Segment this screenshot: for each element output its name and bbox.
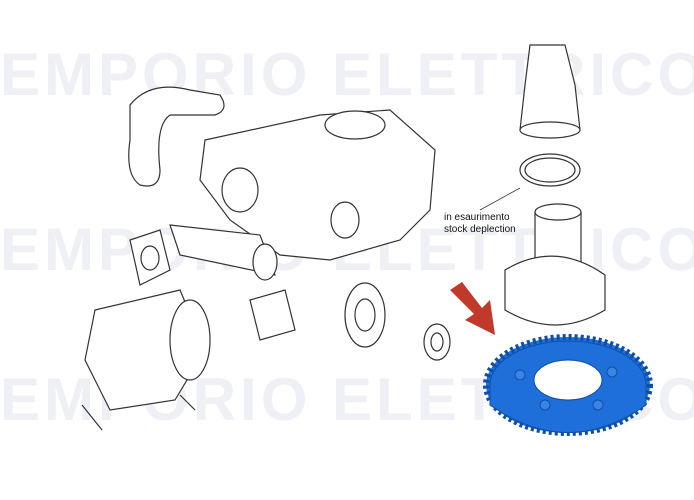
worm-shaft xyxy=(169,224,276,276)
stock-note: in esaurimento stock deplection xyxy=(444,212,516,236)
note-line-2: stock deplection xyxy=(444,224,516,235)
highlighted-gear xyxy=(483,334,653,436)
bearing-plate xyxy=(249,289,296,341)
watermark: EMPORIO ELETTRICO xyxy=(0,41,694,108)
note-line-1: in esaurimento xyxy=(444,212,510,223)
lever-arm xyxy=(128,86,225,187)
red-arrow-indicator xyxy=(450,282,495,335)
fork-bracket xyxy=(519,44,581,131)
